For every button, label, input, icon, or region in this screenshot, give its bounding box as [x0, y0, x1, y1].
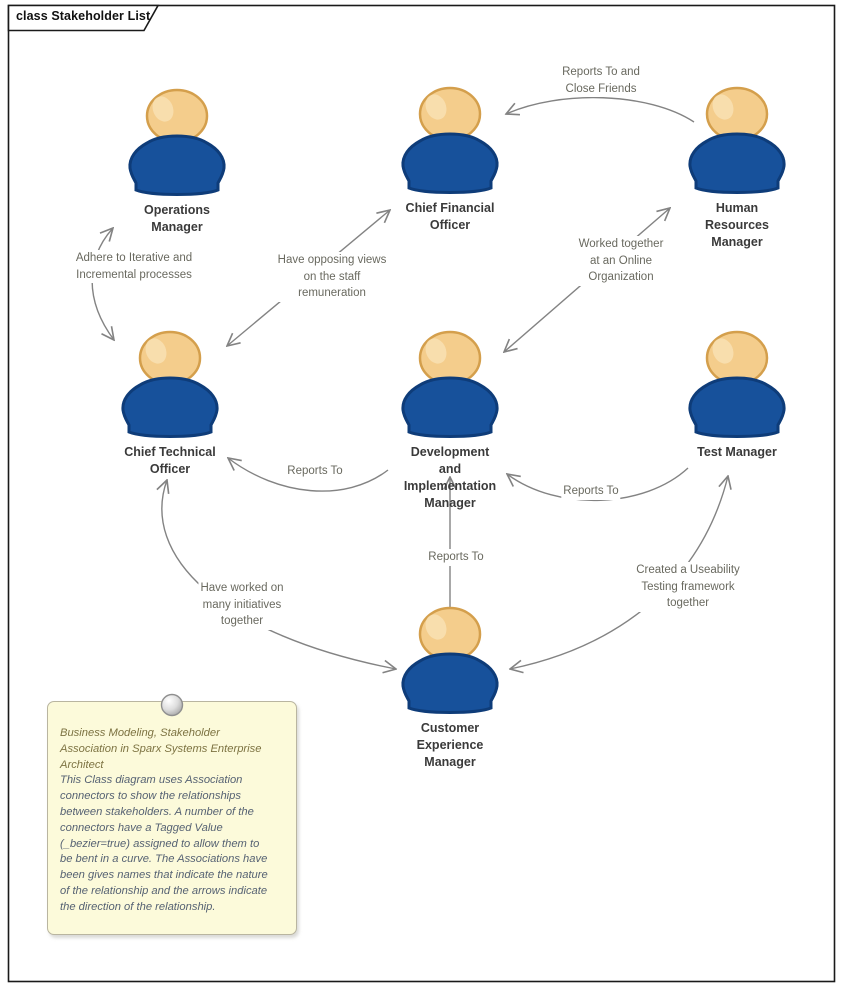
- actor-chief-technical-officer[interactable]: Chief Technical Officer: [95, 330, 245, 478]
- connector-reports-to-close-friends[interactable]: [506, 96, 695, 123]
- person-icon: [401, 86, 499, 194]
- actor-customer-experience-manager[interactable]: Customer Experience Manager: [375, 606, 525, 771]
- connector-label-reports-to-di: Reports To: [561, 483, 621, 500]
- connector-label-adhere-iterative: Adhere to Iterative and Incremental proc…: [73, 250, 195, 283]
- actor-operations-manager[interactable]: Operations Manager: [102, 88, 252, 236]
- actor-test-manager[interactable]: Test Manager: [662, 330, 812, 461]
- actor-development-implementation-manager[interactable]: Development and Implementation Manager: [375, 330, 525, 512]
- connector-have-worked-initiatives[interactable]: [162, 480, 396, 669]
- diagram-frame-tab: class Stakeholder List: [16, 9, 151, 23]
- connector-label-reports-to-vertical: Reports To: [426, 549, 486, 566]
- actor-label: Customer Experience Manager: [416, 721, 484, 769]
- actor-label: Chief Financial Officer: [405, 201, 495, 232]
- actor-label: Chief Technical Officer: [124, 445, 216, 476]
- note[interactable]: Business Modeling, Stakeholder Associati…: [47, 701, 297, 935]
- person-icon: [128, 88, 226, 196]
- connector-label-have-worked-initiatives: Have worked on many initiatives together: [198, 580, 286, 630]
- note-body: This Class diagram uses Association conn…: [60, 774, 268, 913]
- connector-label-worked-together-online: Worked together at an Online Organizatio…: [576, 236, 666, 286]
- actor-human-resources-manager[interactable]: Human Resources Manager: [662, 86, 812, 251]
- connector-adhere-iterative[interactable]: [91, 228, 114, 340]
- person-icon: [688, 86, 786, 194]
- actor-label: Operations Manager: [144, 203, 210, 234]
- actor-chief-financial-officer[interactable]: Chief Financial Officer: [375, 86, 525, 234]
- actor-label: Development and Implementation Manager: [403, 445, 497, 510]
- note-pin-icon: [160, 693, 184, 717]
- connector-label-reports-to-close-friends: Reports To and Close Friends: [560, 64, 642, 97]
- person-icon: [401, 330, 499, 438]
- connector-label-reports-to-cto: Reports To: [285, 463, 345, 480]
- actor-label: Test Manager: [697, 445, 777, 459]
- actor-label: Human Resources Manager: [705, 201, 769, 249]
- person-icon: [401, 606, 499, 714]
- person-icon: [121, 330, 219, 438]
- note-title: Business Modeling, Stakeholder Associati…: [60, 727, 262, 771]
- person-icon: [688, 330, 786, 438]
- connector-label-created-useability: Created a Useability Testing framework t…: [634, 562, 742, 612]
- connector-label-opposing-views: Have opposing views on the staff remuner…: [275, 252, 389, 302]
